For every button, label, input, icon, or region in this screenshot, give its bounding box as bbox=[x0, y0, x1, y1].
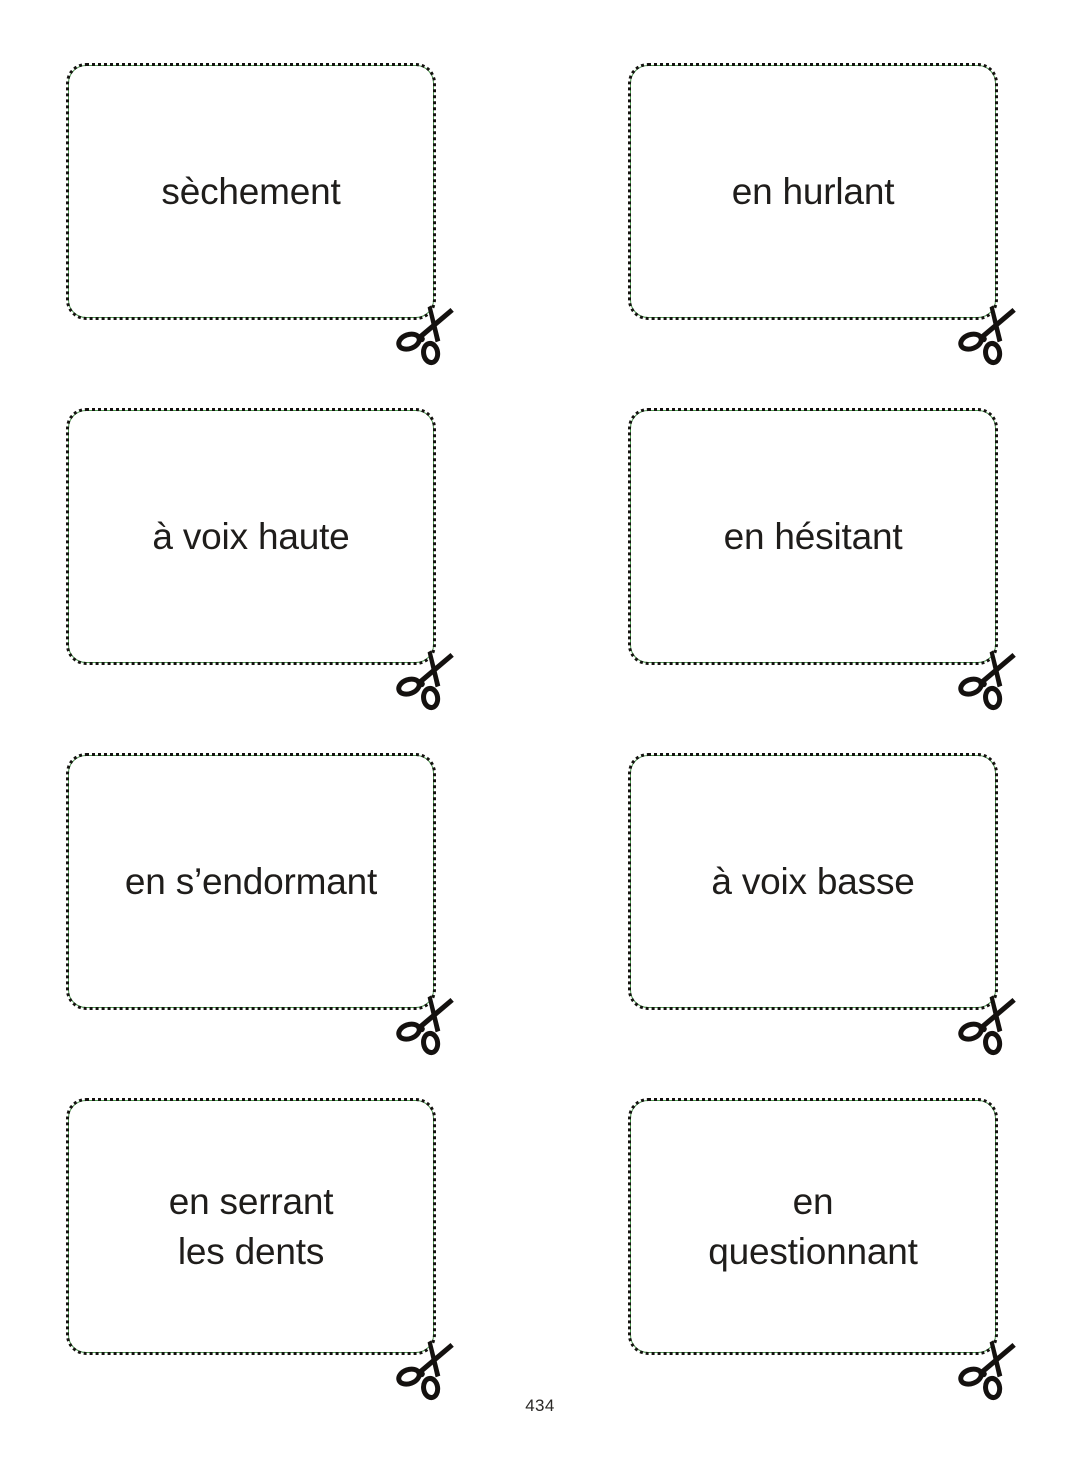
card-cut-border bbox=[630, 1100, 996, 1353]
card-text-area: en hésitant bbox=[630, 410, 996, 663]
card-text-area: sèchement bbox=[68, 65, 434, 318]
card-cut-border bbox=[68, 65, 434, 318]
card-text-area: en s’endormant bbox=[68, 755, 434, 1008]
card-text-area: à voix haute bbox=[68, 410, 434, 663]
flashcard[interactable]: en hurlant bbox=[628, 63, 1016, 366]
flashcard[interactable]: en serrant les dents bbox=[66, 1098, 454, 1401]
card-text-area: en questionnant bbox=[630, 1100, 996, 1353]
flashcard-grid: sèchement en hurlant bbox=[66, 63, 1016, 1401]
flashcard[interactable]: à voix haute bbox=[66, 408, 454, 711]
flashcard[interactable]: sèchement bbox=[66, 63, 454, 366]
card-cut-border bbox=[630, 755, 996, 1008]
card-cut-border bbox=[630, 410, 996, 663]
card-label: en s’endormant bbox=[124, 860, 378, 902]
card-label: en hurlant bbox=[731, 170, 895, 212]
card-cut-border bbox=[630, 65, 996, 318]
page-number: 434 bbox=[525, 1396, 555, 1415]
card-cut-border bbox=[68, 410, 434, 663]
card-label: sèchement bbox=[161, 170, 341, 212]
card-text-area: à voix basse bbox=[630, 755, 996, 1008]
flashcard[interactable]: à voix basse bbox=[628, 753, 1016, 1056]
card-text-area: en serrant les dents bbox=[68, 1100, 434, 1353]
card-label: à voix basse bbox=[711, 860, 915, 902]
card-text-area: en hurlant bbox=[630, 65, 996, 318]
flashcard[interactable]: en s’endormant bbox=[66, 753, 454, 1056]
card-label: à voix haute bbox=[152, 515, 350, 557]
card-cut-border bbox=[68, 755, 434, 1008]
flashcard[interactable]: en questionnant bbox=[628, 1098, 1016, 1401]
card-cut-border bbox=[68, 1100, 434, 1353]
card-label: en questionnant bbox=[708, 1180, 918, 1272]
flashcard[interactable]: en hésitant bbox=[628, 408, 1016, 711]
card-label: en hésitant bbox=[723, 515, 903, 557]
card-label: en serrant les dents bbox=[168, 1180, 334, 1272]
